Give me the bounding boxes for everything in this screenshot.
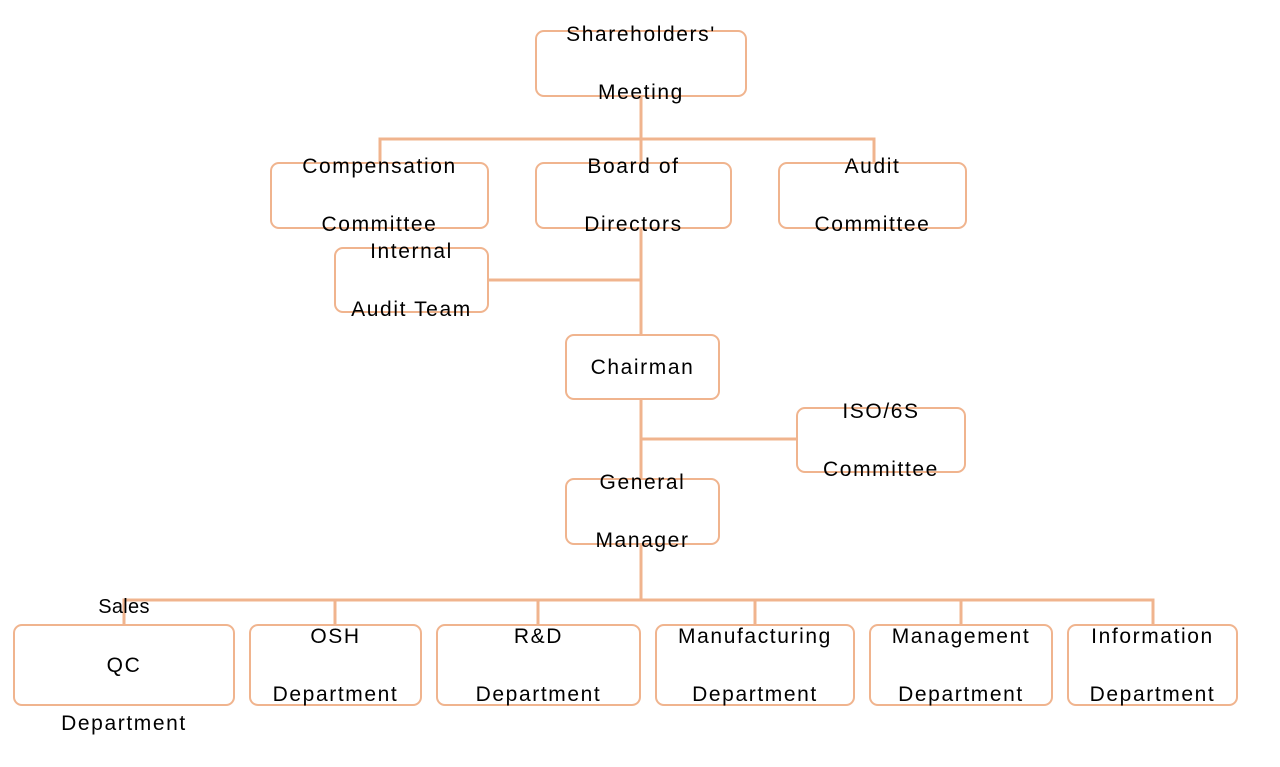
node-sales-qc-department: Sales QC Department [13, 596, 235, 735]
node-label-line: OSH [310, 624, 361, 648]
node-label-line: Department [898, 682, 1024, 706]
node-label-line: QC [106, 653, 142, 677]
node-internal-audit-team: Internal Audit Team [334, 240, 489, 321]
node-rd-department: R&D Department [436, 624, 641, 706]
node-label-line: Department [272, 682, 399, 706]
node-label-line: Directors [584, 213, 683, 236]
node-manufacturing-department: Manufacturing Department [655, 624, 855, 706]
node-label-line: Chairman [590, 355, 695, 379]
node-label-line: Manufacturing [678, 624, 832, 648]
node-information-department: Information Department [1067, 624, 1238, 706]
node-label-line: Shareholders' [566, 23, 716, 46]
node-management-department: Management Department [869, 624, 1053, 706]
node-label-line: Audit [844, 155, 901, 178]
node-label-line: Sales [98, 595, 150, 618]
node-label-line: Meeting [598, 81, 684, 104]
node-osh-department: OSH Department [249, 624, 422, 706]
node-label-line: Internal [370, 239, 453, 263]
node-general-manager: General Manager [565, 471, 720, 552]
node-label-line: Department [1089, 682, 1216, 706]
node-label-line: Board of [587, 155, 680, 178]
node-board-of-directors: Board of Directors [535, 155, 732, 236]
node-label-line: Department [692, 682, 818, 706]
node-label-line: R&D [513, 624, 564, 648]
node-compensation-committee: Compensation Committee [270, 155, 489, 236]
node-label-line: Information [1091, 624, 1214, 648]
node-label-line: Committee [823, 457, 939, 481]
node-iso-6s-committee: ISO/6S Committee [796, 400, 966, 481]
node-chairman: Chairman [565, 334, 720, 400]
node-label-line: General [599, 471, 686, 494]
node-label-line: Committee [814, 213, 931, 236]
node-label-line: ISO/6S [842, 399, 920, 423]
node-label-line: Compensation [302, 155, 457, 178]
node-label-line: Department [61, 711, 187, 735]
node-audit-committee: Audit Committee [778, 155, 967, 236]
node-label-line: Audit Team [351, 297, 472, 321]
node-label-line: Committee [321, 213, 438, 236]
node-shareholders-meeting: Shareholders' Meeting [535, 23, 747, 104]
node-label-line: Manager [595, 529, 690, 552]
node-label-line: Management [891, 624, 1031, 648]
connector-lines [122, 95, 1155, 626]
node-label-line: Department [475, 682, 602, 706]
